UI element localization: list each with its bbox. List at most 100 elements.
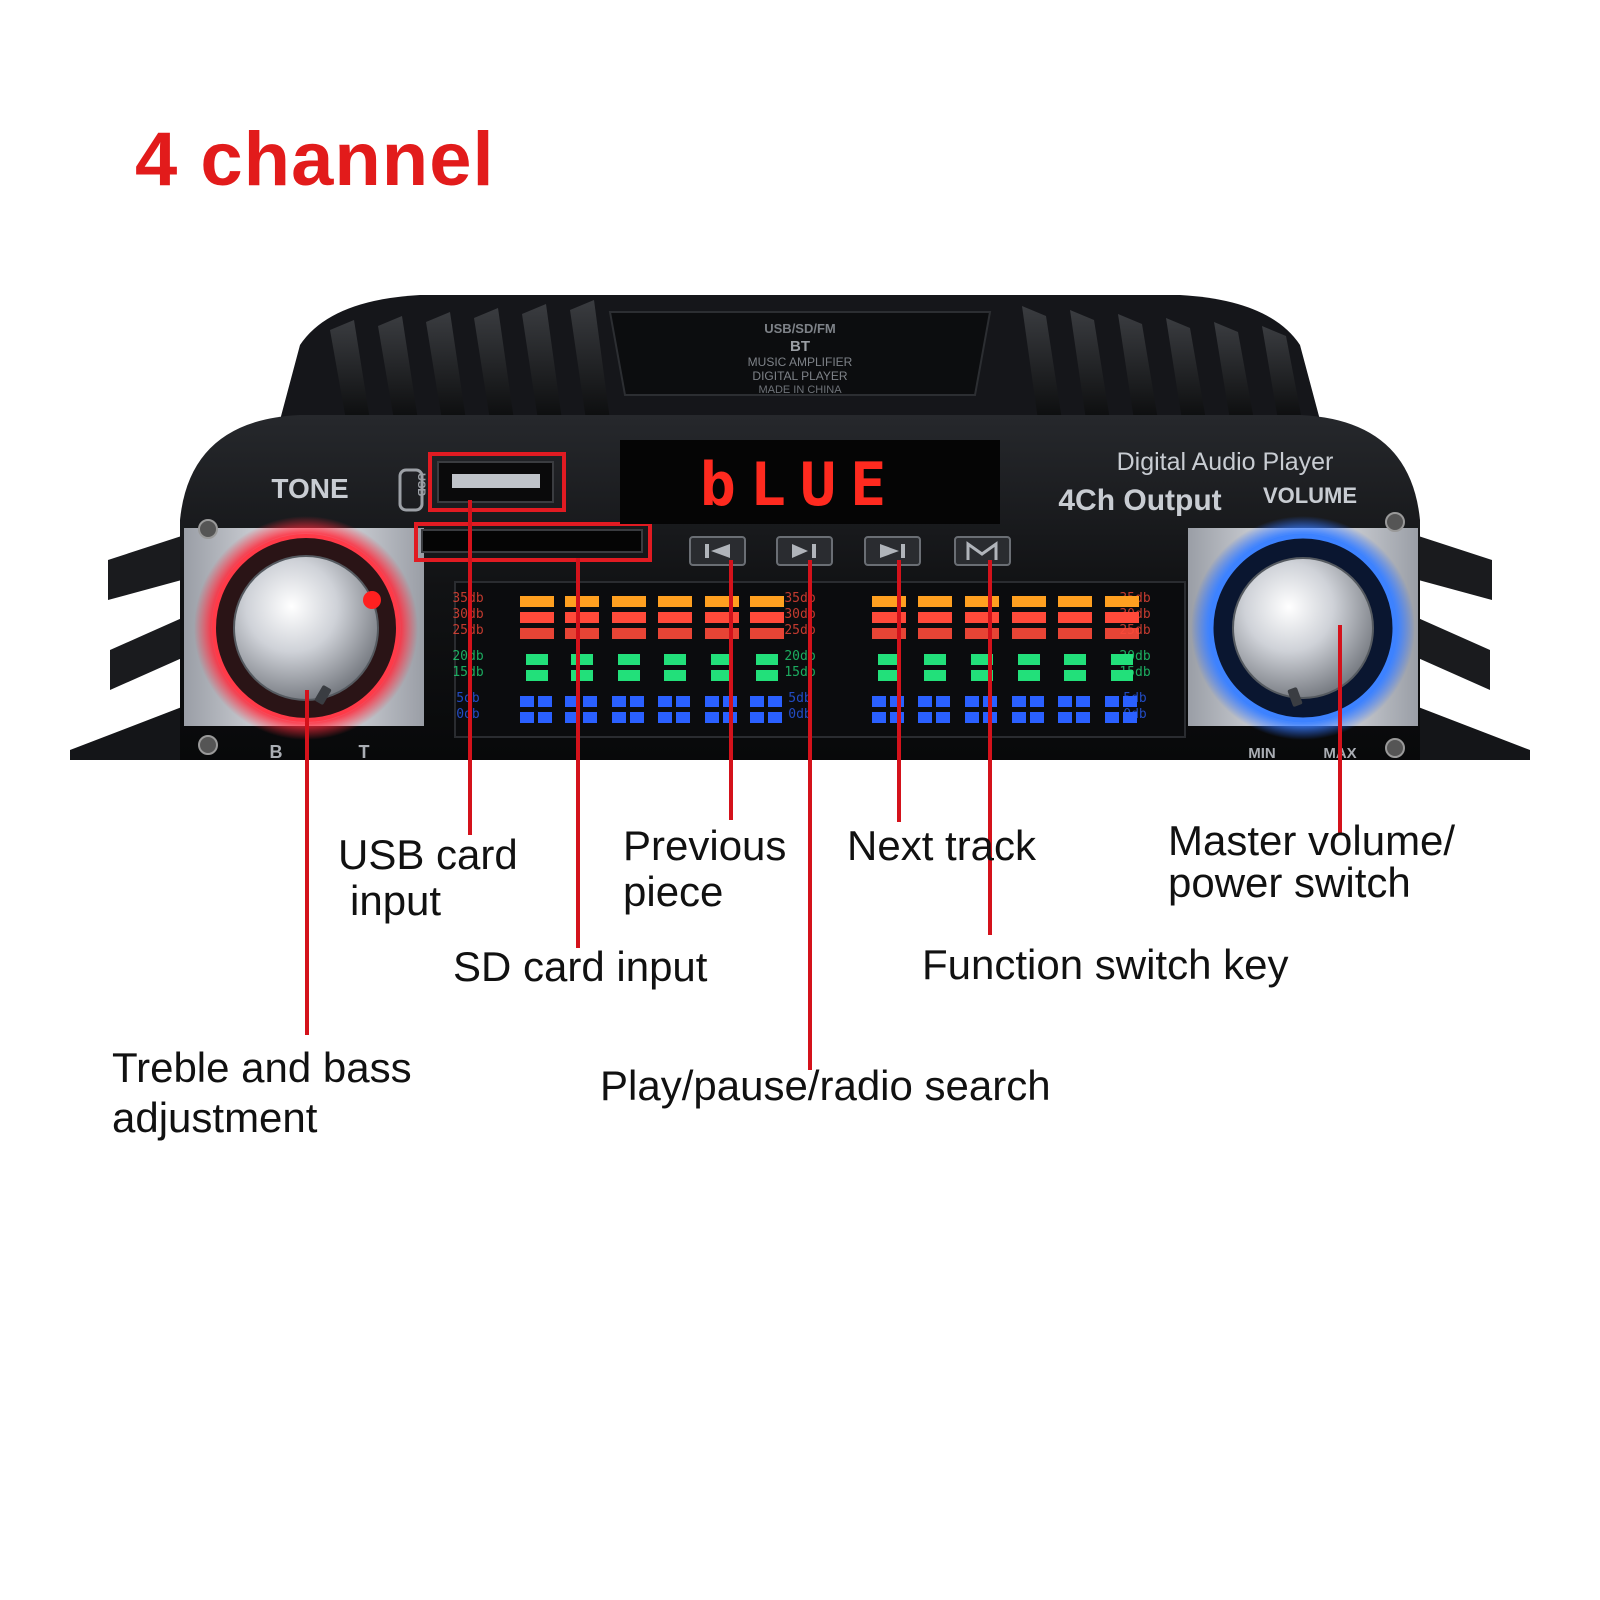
meter-segment bbox=[1012, 596, 1046, 607]
fin bbox=[426, 312, 466, 420]
mode-icon bbox=[966, 541, 998, 560]
sd-card-slot[interactable] bbox=[421, 529, 643, 553]
meter-segment bbox=[565, 612, 599, 623]
product-line-1: Digital Audio Player bbox=[1117, 448, 1334, 476]
meter-segment bbox=[918, 712, 932, 723]
next-icon bbox=[880, 544, 905, 558]
volume-knob-assembly bbox=[1188, 512, 1418, 758]
meter-segment bbox=[612, 596, 646, 607]
meter-segment bbox=[565, 596, 599, 607]
usb-highlight-box bbox=[428, 452, 566, 512]
led-display: bLUE bbox=[620, 440, 1000, 524]
previous-button[interactable] bbox=[689, 536, 746, 566]
usb-port[interactable] bbox=[437, 461, 554, 503]
meter-segment bbox=[538, 696, 552, 707]
meter-segment bbox=[750, 696, 764, 707]
meter-segment bbox=[630, 696, 644, 707]
fin bbox=[1214, 322, 1254, 420]
meter-scale-label: 20db bbox=[784, 649, 815, 664]
meter-scale-label: 15db bbox=[784, 665, 815, 680]
play-pause-button[interactable] bbox=[776, 536, 833, 566]
side-fins bbox=[70, 530, 1530, 760]
plate-line-1: USB/SD/FM bbox=[764, 321, 836, 336]
pointer-previous bbox=[729, 560, 733, 820]
meter-segment bbox=[676, 712, 690, 723]
meter-segment bbox=[676, 696, 690, 707]
volume-label: VOLUME bbox=[1263, 483, 1357, 508]
meter-segment bbox=[750, 612, 784, 623]
next-button[interactable] bbox=[864, 536, 921, 566]
meter-segment bbox=[872, 712, 886, 723]
meter-segment bbox=[705, 628, 739, 639]
meter-segment bbox=[1123, 696, 1137, 707]
meter-segment bbox=[565, 628, 599, 639]
tone-t-label: T bbox=[359, 742, 370, 762]
meter-segment bbox=[965, 596, 999, 607]
meter-segment bbox=[1012, 696, 1026, 707]
meter-segment bbox=[1012, 612, 1046, 623]
screw-icon bbox=[1385, 512, 1405, 532]
meter-scale-label: 25db bbox=[784, 623, 815, 638]
callout-volume-line-1: Master volume/ bbox=[1168, 817, 1456, 864]
meter-segment bbox=[658, 596, 692, 607]
meter-segment bbox=[520, 612, 554, 623]
meter-segment bbox=[756, 670, 778, 681]
pointer-volume bbox=[1338, 625, 1342, 835]
tone-knob[interactable] bbox=[233, 555, 379, 701]
level-meter: 35db30db25db20db15db5db0db35db30db25db20… bbox=[452, 581, 1186, 738]
meter-segment bbox=[612, 696, 626, 707]
meter-segment bbox=[1030, 696, 1044, 707]
meter-segment bbox=[1018, 670, 1040, 681]
mode-button[interactable] bbox=[954, 536, 1011, 566]
meter-scale-label: 0db bbox=[788, 707, 812, 722]
meter-segment bbox=[768, 696, 782, 707]
callout-previous-line-2: piece bbox=[623, 868, 724, 915]
meter-segment bbox=[750, 628, 784, 639]
meter-segment bbox=[565, 712, 579, 723]
meter-segment bbox=[705, 612, 739, 623]
meter-segment bbox=[612, 628, 646, 639]
meter-segment bbox=[520, 596, 554, 607]
meter-segment bbox=[924, 654, 946, 665]
pointer-function bbox=[988, 560, 992, 935]
meter-segment bbox=[571, 670, 593, 681]
meter-segment bbox=[538, 712, 552, 723]
meter-segment bbox=[1105, 628, 1139, 639]
fin bbox=[1118, 314, 1158, 420]
meter-segment bbox=[658, 612, 692, 623]
meter-segment bbox=[924, 670, 946, 681]
fin bbox=[522, 304, 562, 420]
meter-segment bbox=[658, 628, 692, 639]
meter-segment bbox=[1105, 596, 1139, 607]
meter-segment bbox=[878, 654, 900, 665]
meter-segment bbox=[612, 612, 646, 623]
volume-knob[interactable] bbox=[1232, 557, 1374, 699]
previous-icon bbox=[705, 544, 730, 558]
meter-segment bbox=[936, 712, 950, 723]
meter-scale-label: 35db bbox=[784, 591, 815, 606]
callout-previous-line-1: Previous bbox=[623, 822, 787, 869]
meter-segment bbox=[965, 712, 979, 723]
meter-segment bbox=[756, 654, 778, 665]
meter-segment bbox=[872, 696, 886, 707]
meter-segment bbox=[918, 628, 952, 639]
pointer-usb bbox=[468, 500, 472, 835]
meter-segment bbox=[705, 712, 719, 723]
meter-segment bbox=[750, 596, 784, 607]
meter-segment bbox=[711, 654, 733, 665]
meter-segment bbox=[1058, 612, 1092, 623]
meter-segment bbox=[965, 696, 979, 707]
meter-segment bbox=[1105, 612, 1139, 623]
tone-knob-assembly bbox=[184, 516, 424, 755]
callout-next: Next track bbox=[847, 822, 1037, 869]
meter-segment bbox=[664, 654, 686, 665]
callout-play: Play/pause/radio search bbox=[600, 1062, 1051, 1109]
meter-segment bbox=[658, 696, 672, 707]
callout-volume-line-2: power switch bbox=[1168, 859, 1411, 906]
meter-segment bbox=[1076, 696, 1090, 707]
meter-segment bbox=[1058, 596, 1092, 607]
meter-segment bbox=[918, 596, 952, 607]
meter-segment bbox=[1018, 654, 1040, 665]
callout-treble-line-2: adjustment bbox=[112, 1094, 318, 1141]
